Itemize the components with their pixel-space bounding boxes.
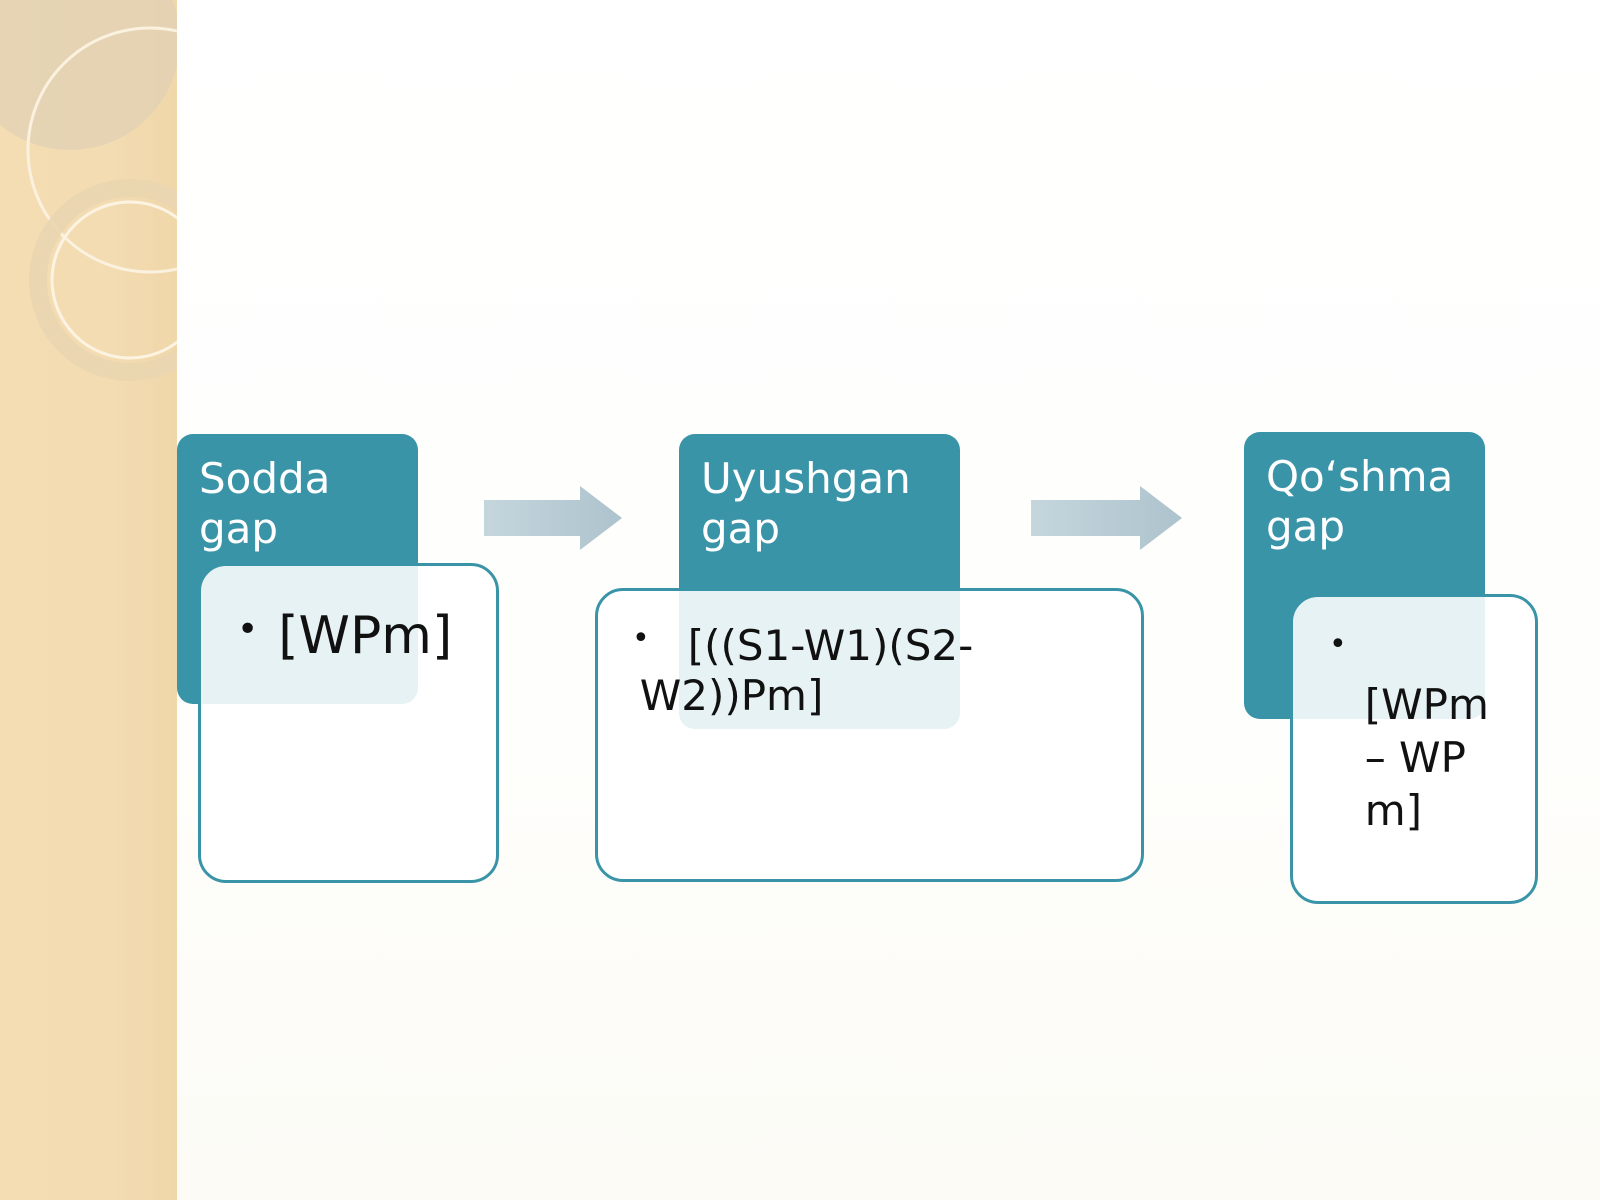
step-2-formula: [((S1-W1)(S2- W2))Pm] — [639, 621, 974, 720]
step-3-title: Qo‘shma gap — [1266, 452, 1454, 551]
step-1-title: Sodda gap — [199, 454, 331, 553]
step-3-bullet-item: • [WPm – WP m] — [1329, 625, 1489, 837]
step-1-bullet-item: • [WPm] — [237, 608, 452, 664]
decorative-left-strip — [0, 0, 177, 1200]
right-arrow-icon — [1031, 486, 1182, 550]
decorative-rings-icon — [0, 0, 177, 381]
right-arrow-icon — [484, 486, 622, 550]
step-2-bullet-item: • [((S1-W1)(S2- W2))Pm] — [632, 621, 973, 721]
step-3-content-box: • [WPm – WP m] — [1290, 594, 1538, 904]
step-3-formula: [WPm – WP m] — [1364, 680, 1489, 835]
step-2-title: Uyushgan gap — [701, 454, 911, 553]
bullet-icon: • — [237, 609, 259, 650]
step-2-content-box: • [((S1-W1)(S2- W2))Pm] — [595, 588, 1144, 882]
step-1-formula: [WPm] — [278, 606, 453, 666]
bullet-icon: • — [1329, 627, 1347, 662]
bullet-icon: • — [632, 621, 650, 656]
step-1-content-box: • [WPm] — [198, 563, 499, 883]
